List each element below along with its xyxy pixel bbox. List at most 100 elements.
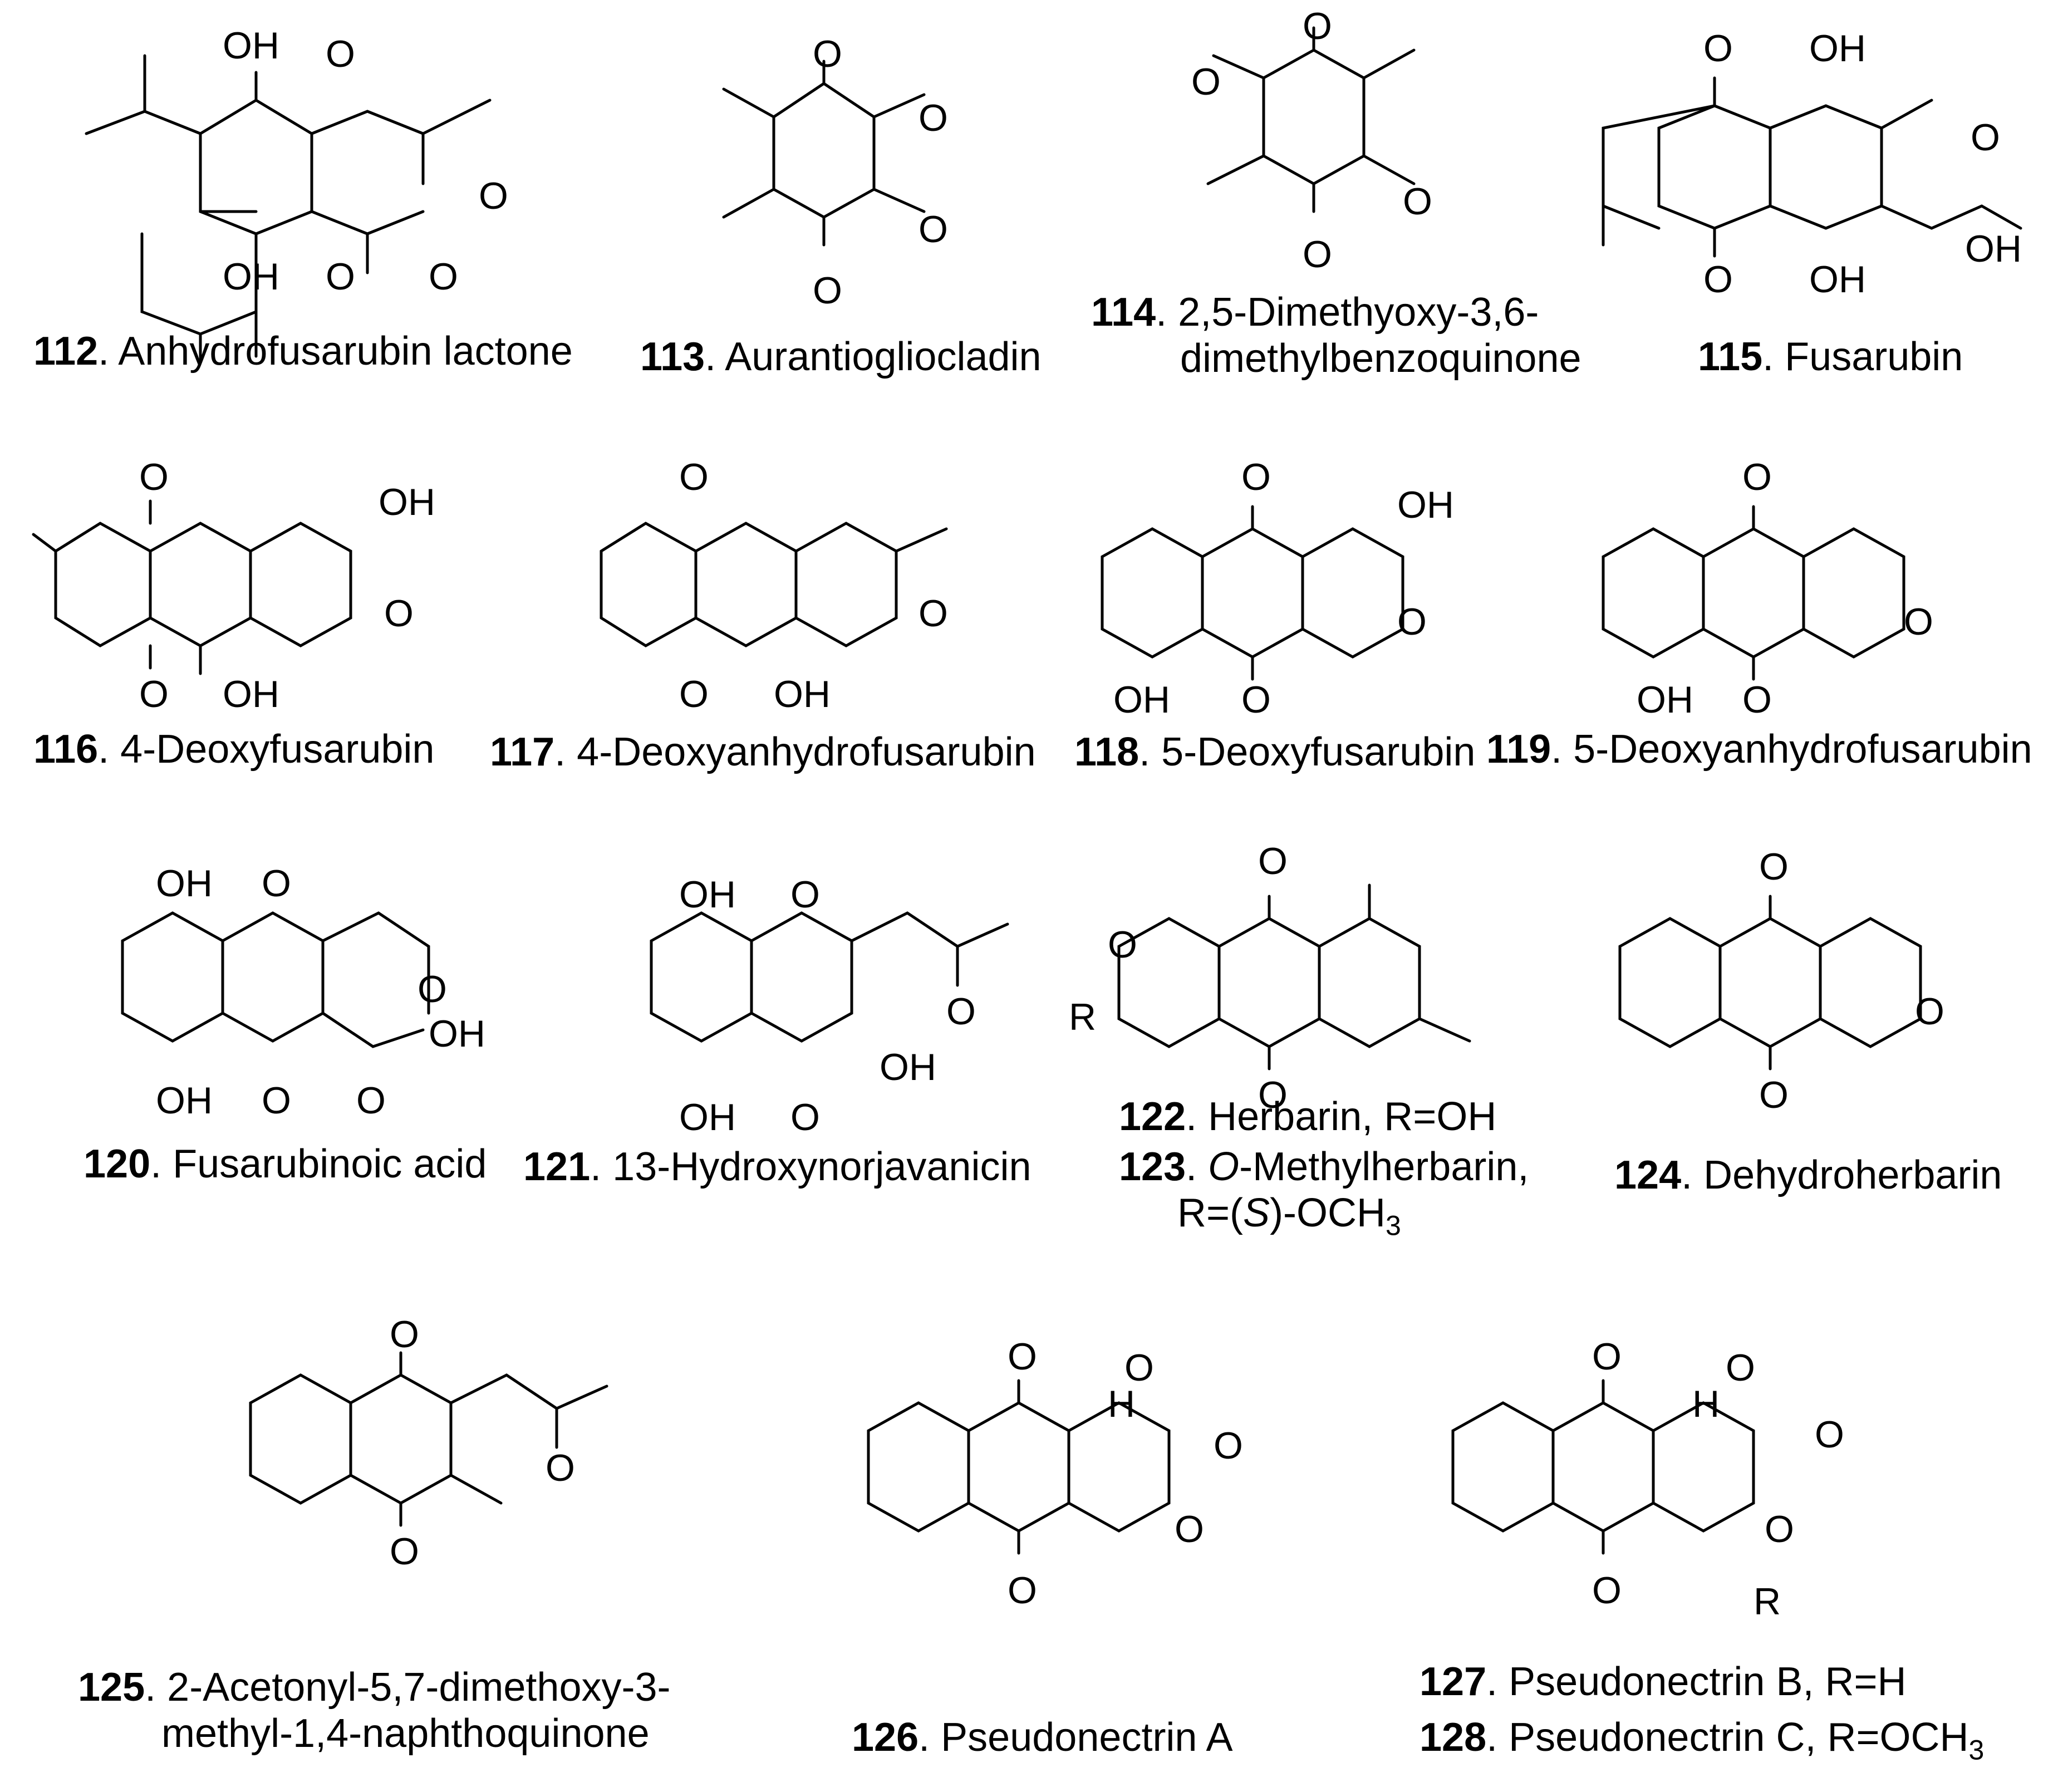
atom-o: O <box>1765 1508 1794 1550</box>
atom-oh: OH <box>679 873 736 916</box>
structure-127-128: O O H O O O R <box>1451 1336 1844 1623</box>
atom-o: O <box>1108 924 1137 966</box>
atom-o: O <box>1703 258 1733 301</box>
atom-o: O <box>546 1447 575 1489</box>
compound-name: Anhydrofusarubin lactone <box>118 329 573 374</box>
compound-name: 2,5-Dimethyoxy-3,6- <box>1178 290 1539 335</box>
atom-h: H <box>1108 1383 1135 1425</box>
atom-o: O <box>262 862 291 905</box>
structure-124: O O O <box>1618 846 1944 1116</box>
atom-o: O <box>919 592 948 635</box>
atom-oh: OH <box>223 256 279 298</box>
caption-113: 113. Aurantiogliocladin <box>640 335 1042 379</box>
atom-o: O <box>1759 846 1789 888</box>
atom-o: O <box>1397 601 1427 643</box>
atom-oh: OH <box>429 1013 485 1055</box>
atom-oh: OH <box>679 1096 736 1138</box>
caption-112: 112. Anhydrofusarubin lactone <box>33 329 573 374</box>
structure-125: O O O <box>249 1313 608 1573</box>
structure-118: O O OH OH O <box>1101 456 1454 721</box>
compound-number: 125 <box>78 1665 145 1710</box>
caption-128: 128. Pseudonectrin C, R=OCH3 <box>1420 1715 1985 1766</box>
atom-o: O <box>326 33 355 75</box>
atom-o: O <box>1703 27 1733 70</box>
structure-119: O O OH O <box>1602 456 1933 721</box>
compound-name: 4-Deoxyfusarubin <box>120 727 435 772</box>
compound-number: 128 <box>1420 1715 1487 1760</box>
atom-oh: OH <box>1637 679 1693 721</box>
compound-name: 2-Acetonyl-5,7-dimethoxy-3- <box>167 1665 671 1710</box>
compound-number: 124 <box>1614 1153 1682 1197</box>
structure-117: O O OH O <box>600 456 948 715</box>
compound-name: 5-Deoxyanhydrofusarubin <box>1573 727 2032 772</box>
atom-o: O <box>1592 1569 1622 1612</box>
atom-o: O <box>1815 1413 1844 1456</box>
atom-o: O <box>429 256 458 298</box>
caption-123: 123. O-Methylherbarin, R=(S)-OCH3 <box>1119 1145 1529 1241</box>
atom-o: O <box>1175 1508 1204 1550</box>
atom-o: O <box>139 456 169 498</box>
atom-oh: OH <box>156 862 213 905</box>
atom-o: O <box>1214 1425 1243 1467</box>
atom-o: O <box>390 1313 419 1356</box>
structure-115: O OH O OH O OH <box>1602 27 2022 301</box>
compound-number: 114 <box>1091 290 1156 335</box>
compound-number: 117 <box>490 730 555 774</box>
atom-o: O <box>139 673 169 715</box>
atom-o: O <box>813 33 842 75</box>
caption-118: 118. 5-Deoxyfusarubin <box>1074 730 1476 774</box>
atom-o: O <box>390 1530 419 1573</box>
atom-o: O <box>1124 1347 1154 1389</box>
structure-122-123: O O R O <box>1069 840 1471 1116</box>
atom-oh: OH <box>223 24 279 67</box>
atom-o: O <box>679 673 709 715</box>
atom-oh: OH <box>1809 27 1866 70</box>
atom-o: O <box>946 990 976 1033</box>
compound-number: 127 <box>1420 1660 1487 1704</box>
atom-o: O <box>919 208 948 251</box>
atom-o: O <box>1008 1569 1037 1612</box>
subscript: 3 <box>1968 1734 1985 1766</box>
compound-number: 123 <box>1119 1145 1186 1189</box>
compound-name: Pseudonectrin A <box>941 1715 1233 1760</box>
atom-o: O <box>1971 116 2000 159</box>
atom-o: O <box>919 97 948 139</box>
atom-o: O <box>1008 1336 1037 1378</box>
compound-name: 13-Hydroxynorjavanicin <box>612 1145 1032 1189</box>
atom-o: O <box>1241 456 1271 498</box>
atom-oh: OH <box>1809 258 1866 301</box>
atom-o: O <box>1915 990 1944 1033</box>
compound-name-line2: methyl-1,4-naphthoquinone <box>161 1711 650 1756</box>
atom-o: O <box>356 1079 386 1122</box>
compound-number: 115 <box>1698 335 1763 379</box>
compound-number: 122 <box>1119 1094 1186 1139</box>
atom-o: O <box>1303 5 1332 47</box>
compound-name-line2: dimethylbenzoquinone <box>1180 336 1581 381</box>
atom-o: O <box>1904 601 1933 643</box>
atom-o: O <box>790 1096 820 1138</box>
atom-o: O <box>1759 1074 1789 1116</box>
atom-o: O <box>1592 1336 1622 1378</box>
compound-name: Pseudonectrin B, R=H <box>1509 1660 1907 1704</box>
atom-o: O <box>1258 840 1288 882</box>
atom-o: O <box>1191 61 1221 103</box>
atom-o: O <box>813 269 842 312</box>
structure-121: OH O O OH OH O <box>650 873 1009 1138</box>
atom-oh: OH <box>774 673 831 715</box>
caption-126: 126. Pseudonectrin A <box>852 1715 1233 1760</box>
caption-122: 122. Herbarin, R=OH <box>1119 1094 1497 1139</box>
atom-o: O <box>790 873 820 916</box>
atom-o: O <box>1303 233 1332 276</box>
atom-o: O <box>1241 679 1271 721</box>
compound-number: 116 <box>33 727 99 772</box>
compound-name: 5-Deoxyfusarubin <box>1161 730 1476 774</box>
atom-o: O <box>1726 1347 1755 1389</box>
caption-127: 127. Pseudonectrin B, R=H <box>1420 1660 1907 1704</box>
structure-112: OH O O OH O O <box>85 24 508 364</box>
atom-oh: OH <box>379 481 435 523</box>
atom-oh: OH <box>1113 679 1170 721</box>
atom-oh: OH <box>156 1079 213 1122</box>
compound-number: 118 <box>1074 730 1139 774</box>
caption-121: 121. 13-Hydroxynorjavanicin <box>523 1145 1032 1189</box>
atom-h: H <box>1692 1383 1720 1425</box>
